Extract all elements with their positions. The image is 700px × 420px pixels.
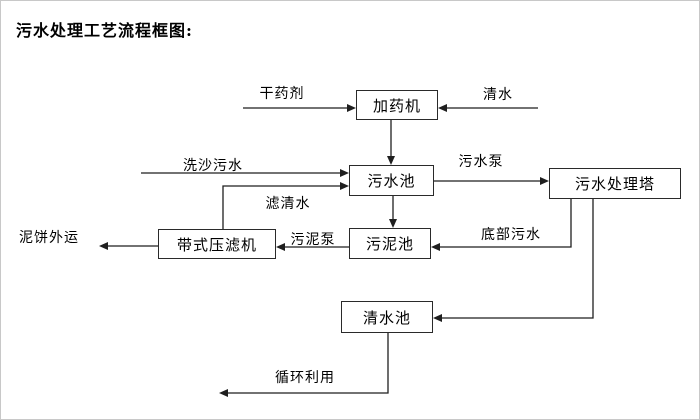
edge-dry-agent-arrowhead — [347, 104, 356, 112]
edge-filtered-water-arrowhead — [340, 182, 349, 190]
edge-sludge-pump-arrowhead — [276, 243, 285, 251]
edge-label-mud-cake-out: 泥饼外运 — [19, 230, 79, 246]
node-belt-filter-press-label: 带式压滤机 — [176, 235, 257, 254]
edge-label-dry-agent: 干药剂 — [259, 86, 305, 102]
edge-label-filtered-water: 滤清水 — [265, 196, 311, 212]
edge-sewage-to-sludge-arrowhead — [389, 219, 397, 228]
edge-tower-to-clean-arrowhead — [433, 314, 442, 322]
node-sewage-pool: 污水池 — [349, 165, 434, 196]
node-sewage-pool-label: 污水池 — [367, 172, 416, 190]
edge-dosing-to-sewage-arrowhead — [387, 156, 395, 165]
edge-label-sludge-pump: 污泥泵 — [290, 232, 336, 248]
edge-mud-cake-arrowhead — [99, 242, 108, 250]
diagram-title: 污水处理工艺流程框图: — [16, 21, 193, 40]
edge-tower-to-clean-line — [439, 199, 594, 319]
node-sewage-treatment-tower-label: 污水处理塔 — [574, 175, 655, 193]
node-dosing-machine-label: 加药机 — [372, 96, 421, 115]
edge-bottom-sewage-arrowhead — [431, 243, 440, 251]
edge-sand-washing-arrowhead — [340, 169, 349, 177]
node-clean-water-pool-label: 清水池 — [362, 308, 411, 327]
node-sludge-pool-label: 污泥池 — [365, 235, 414, 253]
edge-label-clean-water: 清水 — [483, 87, 513, 103]
node-dosing-machine: 加药机 — [356, 90, 438, 120]
node-clean-water-pool: 清水池 — [341, 301, 433, 333]
edge-label-sand-washing-sewage: 洗沙污水 — [183, 158, 243, 174]
node-sludge-pool: 污泥池 — [349, 228, 431, 259]
edge-label-bottom-sewage: 底部污水 — [481, 227, 541, 243]
edge-label-recycle-use: 循环利用 — [275, 370, 335, 386]
node-sewage-treatment-tower: 污水处理塔 — [549, 168, 681, 199]
node-belt-filter-press: 带式压滤机 — [158, 229, 276, 259]
edge-recycle-arrowhead — [219, 389, 228, 397]
edge-clean-water-arrowhead — [438, 104, 447, 112]
edge-label-sewage-pump: 污水泵 — [458, 154, 504, 170]
edge-sewage-pump-arrowhead — [540, 177, 549, 185]
